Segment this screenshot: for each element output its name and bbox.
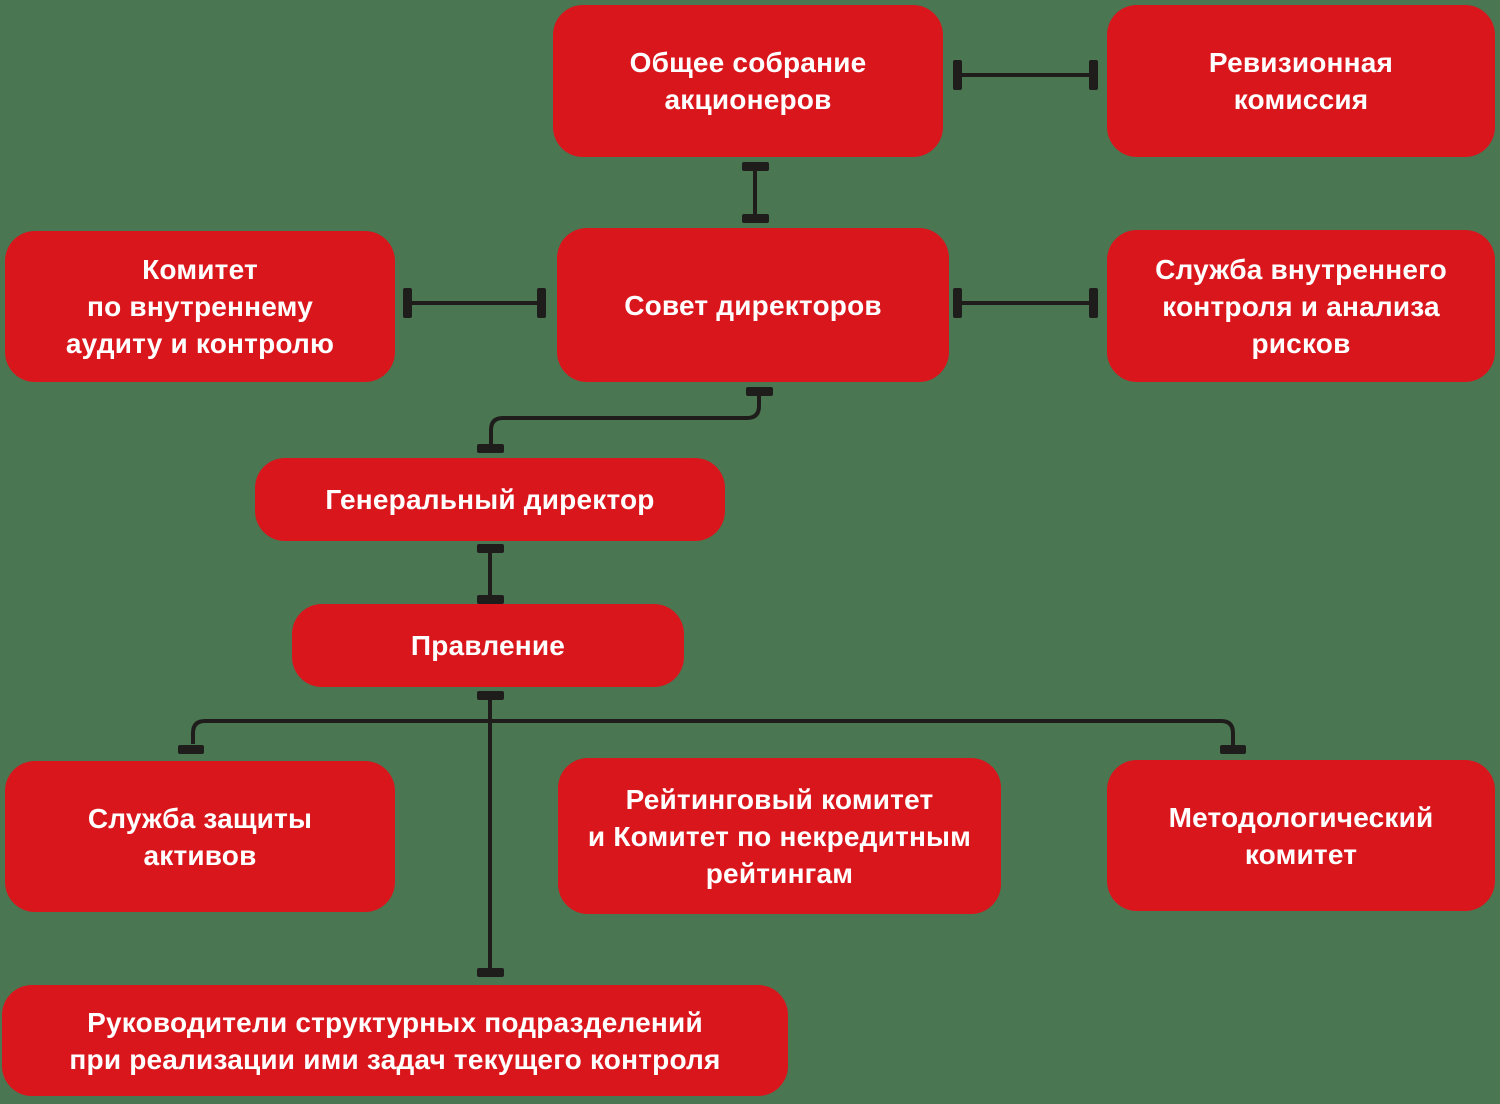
org-node-metodologicheskiy-komitet: Методологический комитет	[1107, 760, 1495, 911]
org-node-label-line: рисков	[1251, 327, 1351, 359]
org-node-sluzhba-zashchity-aktivov: Служба защиты активов	[5, 761, 395, 912]
connector-sovet-gendirektor	[477, 387, 773, 453]
connector-sobranie-sovet	[742, 162, 769, 223]
connector-pravlenie-tree	[178, 691, 1246, 977]
org-node-pravlenie: Правление	[292, 604, 684, 687]
org-node-label-line: Комитет	[142, 254, 258, 285]
org-node-label-line: Методологический	[1168, 801, 1434, 833]
org-node-generalnyy-direktor: Генеральный директор	[255, 458, 725, 541]
connector-sovet-sluzhba	[953, 288, 1098, 318]
org-node-label-line: активов	[143, 839, 257, 871]
connector-sobranie-revizionnaya	[953, 60, 1098, 90]
connector-komitet-sovet	[403, 288, 546, 318]
org-node-label-line: по внутреннему	[87, 291, 313, 322]
org-node-label-line: Правление	[410, 630, 566, 661]
org-node-komitet-po-vnutrennemu-auditu: Комитет по внутреннему аудиту и контролю	[5, 231, 395, 382]
connector-gendirektor-pravlenie	[477, 544, 504, 604]
org-node-rukovoditeli-strukturnykh-podrazdeleniy: Руководители структурных подразделений пр…	[2, 985, 788, 1096]
org-node-sluzhba-vnutrennego-kontrolya: Служба внутреннего контроля и анализа риск…	[1107, 230, 1495, 382]
org-node-label-line: Генеральный директор	[325, 484, 655, 515]
org-node-label-line: Совет директоров	[624, 289, 882, 321]
org-node-label-line: комиссия	[1233, 84, 1369, 115]
org-node-label-line: Служба защиты	[87, 802, 313, 834]
org-node-label-line: Служба внутреннего	[1155, 253, 1447, 285]
org-node-label-line: Рейтинговый комитет	[625, 783, 934, 815]
org-node-label-line: контроля и анализа	[1162, 290, 1440, 322]
org-node-label-line: комитет	[1244, 838, 1358, 870]
org-node-sovet-direktorov: Совет директоров	[557, 228, 949, 382]
org-node-label-line: при реализации ими задач текущего контро…	[69, 1043, 721, 1075]
org-node-label-line: аудиту и контролю	[65, 328, 335, 359]
org-node-reytingovyy-komitet: Рейтинговый комитет и Комитет по некредит…	[558, 758, 1001, 914]
org-node-label-line: акционеров	[664, 84, 832, 115]
org-node-label-line: Общее собрание	[629, 47, 867, 78]
org-node-label-line: Ревизионная	[1208, 47, 1394, 78]
org-node-revizionnaya-komissiya: Ревизионная комиссия	[1107, 5, 1495, 157]
org-node-obschee-sobranie-aktsionerov: Общее собрание акционеров	[553, 5, 943, 157]
org-node-label-line: Руководители структурных подразделений	[87, 1006, 703, 1038]
org-node-label-line: рейтингам	[705, 857, 854, 889]
org-node-label-line: и Комитет по некредитным	[587, 820, 972, 852]
